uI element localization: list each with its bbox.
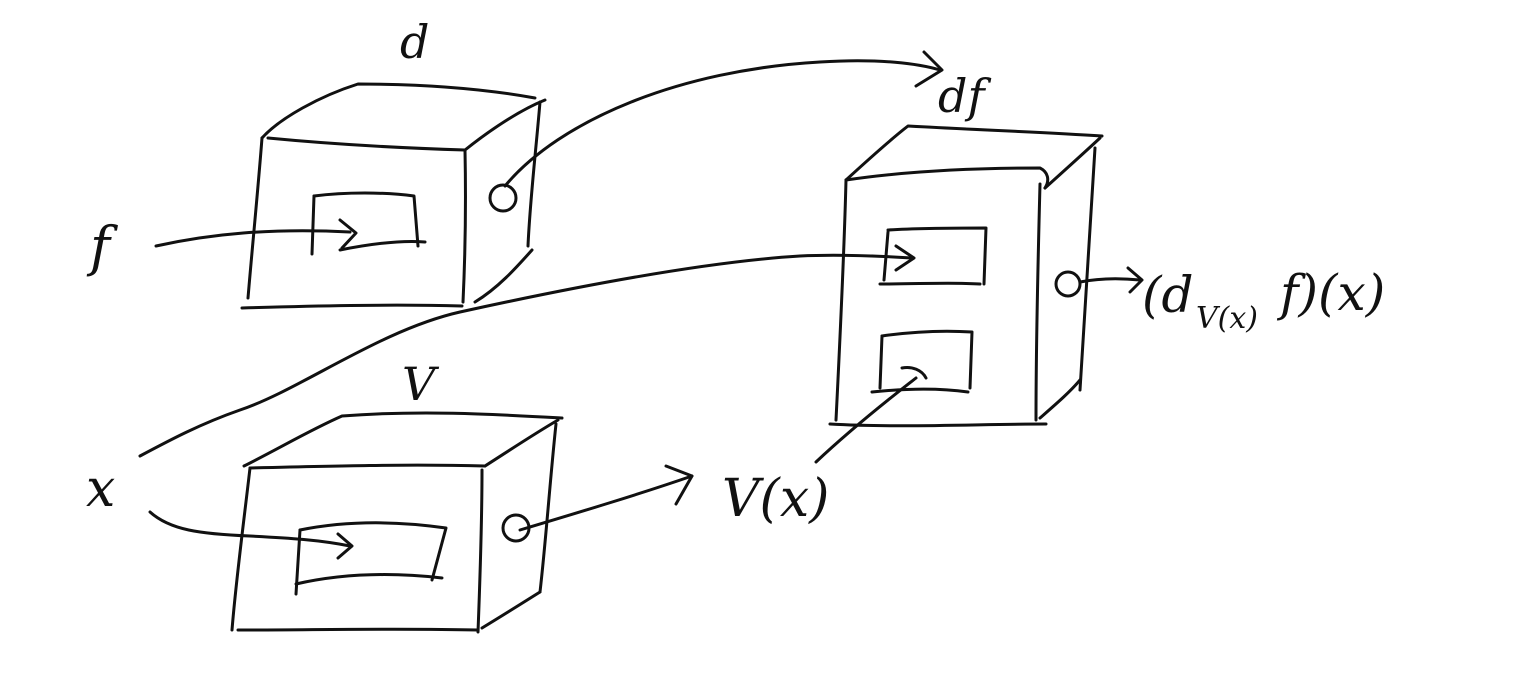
label-x: x [86, 459, 115, 519]
label-v: V [402, 357, 440, 411]
arrow-f-to-d [154, 218, 358, 250]
arrow-v-to-vx [518, 464, 694, 532]
box-d-output-port [488, 183, 518, 213]
label-df: df [938, 69, 991, 123]
label-d: d [400, 15, 429, 69]
label-vx: V(x) [722, 469, 829, 529]
arrow-x-to-df [138, 244, 916, 458]
label-output-sub: V(x) [1196, 301, 1258, 336]
arrow-d-to-df [503, 50, 944, 188]
label-output-main: (d [1142, 266, 1194, 324]
arrow-df-to-output [1078, 266, 1144, 294]
label-output-rest: f)(x) [1276, 264, 1385, 322]
label-f: f [86, 215, 118, 278]
arrow-vx-to-df [814, 366, 928, 464]
box-v [230, 411, 564, 634]
box-d [240, 82, 547, 310]
box-df-output-port [1054, 270, 1082, 298]
arrow-x-to-v [148, 510, 354, 560]
box-df [828, 124, 1104, 428]
